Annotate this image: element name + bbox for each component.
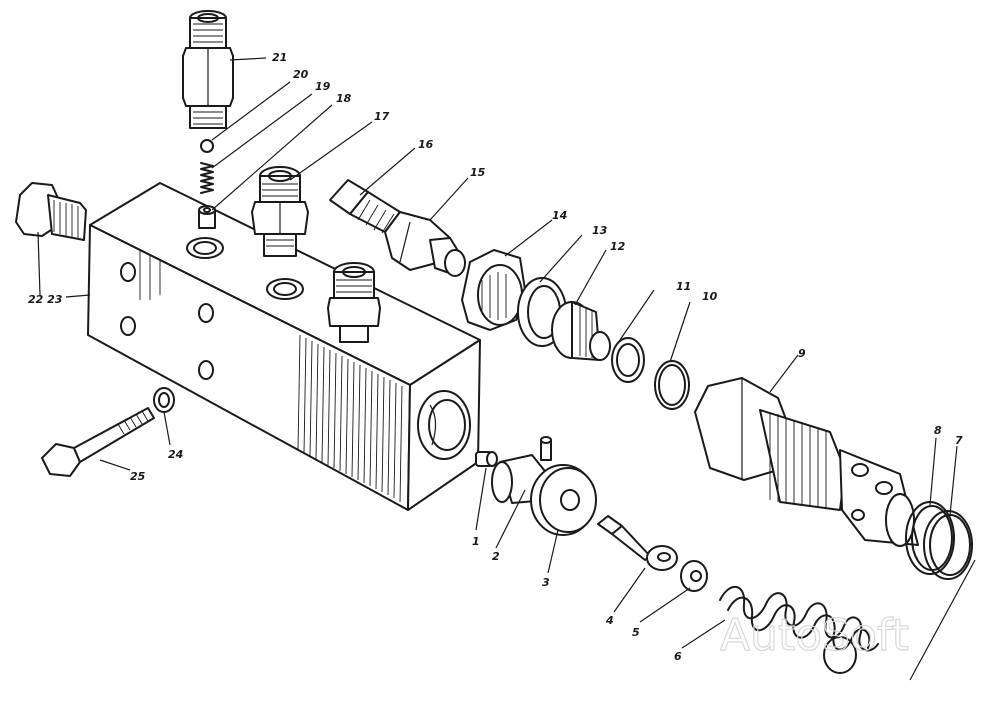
part-11-ring xyxy=(611,337,645,383)
label-10: 10 xyxy=(702,290,718,303)
label-16: 16 xyxy=(418,138,434,151)
part-22-23-plug xyxy=(15,182,87,241)
part-10-o-ring xyxy=(654,360,690,410)
label-18: 18 xyxy=(336,92,352,105)
part-12-piston xyxy=(551,301,611,361)
label-8: 8 xyxy=(934,424,942,437)
label-5: 5 xyxy=(632,626,640,639)
part-20-ball xyxy=(200,139,214,153)
label-15: 15 xyxy=(470,166,486,179)
label-20: 20 xyxy=(293,68,309,81)
part-9-valve-housing xyxy=(694,377,919,547)
part-14-nut xyxy=(461,249,527,331)
label-9: 9 xyxy=(798,347,806,360)
valve-body-block xyxy=(87,182,481,511)
label-3: 3 xyxy=(542,576,550,589)
label-21: 21 xyxy=(272,51,287,64)
part-labels: 21 20 19 18 17 16 15 14 13 12 11 10 9 8 … xyxy=(28,51,963,663)
label-2: 2 xyxy=(492,550,500,563)
label-24: 24 xyxy=(168,448,183,461)
top-fitting-secondary xyxy=(327,262,381,343)
label-6: 6 xyxy=(674,650,682,663)
label-17: 17 xyxy=(374,110,390,123)
leader-lines xyxy=(37,57,976,681)
part-4-needle xyxy=(597,515,678,571)
part-25-bolt xyxy=(41,407,155,477)
part-21-fitting xyxy=(182,10,234,129)
label-11: 11 xyxy=(676,280,691,293)
part-15-adjuster xyxy=(384,211,466,277)
label-4: 4 xyxy=(605,614,614,627)
watermark: AutoSoft xyxy=(720,610,909,661)
part-5-washer xyxy=(680,560,708,592)
label-13: 13 xyxy=(592,224,608,237)
label-12: 12 xyxy=(610,240,626,253)
part-19-spring xyxy=(200,162,214,194)
label-14: 14 xyxy=(552,209,567,222)
part-17-fitting xyxy=(251,166,309,257)
part-1-bushing xyxy=(475,451,498,467)
label-7: 7 xyxy=(955,434,963,447)
label-25: 25 xyxy=(130,470,146,483)
label-19: 19 xyxy=(315,80,331,93)
part-6-spring xyxy=(719,586,879,674)
part-3-disc xyxy=(530,464,597,536)
part-16-spindle xyxy=(329,179,401,234)
part-24-spring-washer xyxy=(153,387,175,413)
part-18-plug xyxy=(198,205,216,229)
label-1: 1 xyxy=(472,535,480,548)
label-22-23: 22 23 xyxy=(28,293,63,306)
